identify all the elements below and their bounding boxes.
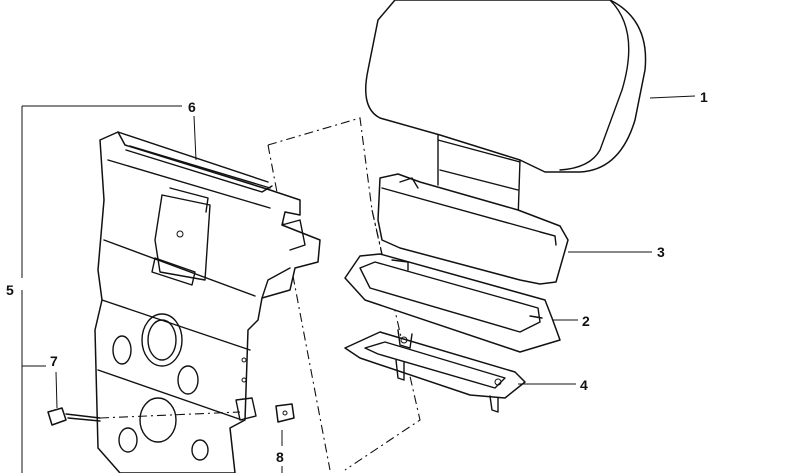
callout-3: 3 xyxy=(657,244,665,260)
screw-part xyxy=(47,407,101,426)
headrest-cushion-part xyxy=(365,0,647,221)
callout-4: 4 xyxy=(580,377,588,393)
headrest-lower-pad-part xyxy=(377,173,569,285)
callout-leader-lines xyxy=(21,95,696,473)
callout-6: 6 xyxy=(188,99,196,115)
callout-7: 7 xyxy=(50,353,58,369)
callout-1: 1 xyxy=(700,89,708,105)
base-plate-part xyxy=(344,329,526,413)
mounting-frame-part xyxy=(94,131,321,473)
callout-2: 2 xyxy=(582,313,590,329)
callout-labels: 1 3 2 4 5 6 7 8 xyxy=(6,89,708,465)
callout-8: 8 xyxy=(276,449,284,465)
clip-nut-part xyxy=(275,403,295,423)
callout-5: 5 xyxy=(6,282,14,298)
trim-frame-part xyxy=(344,253,561,353)
